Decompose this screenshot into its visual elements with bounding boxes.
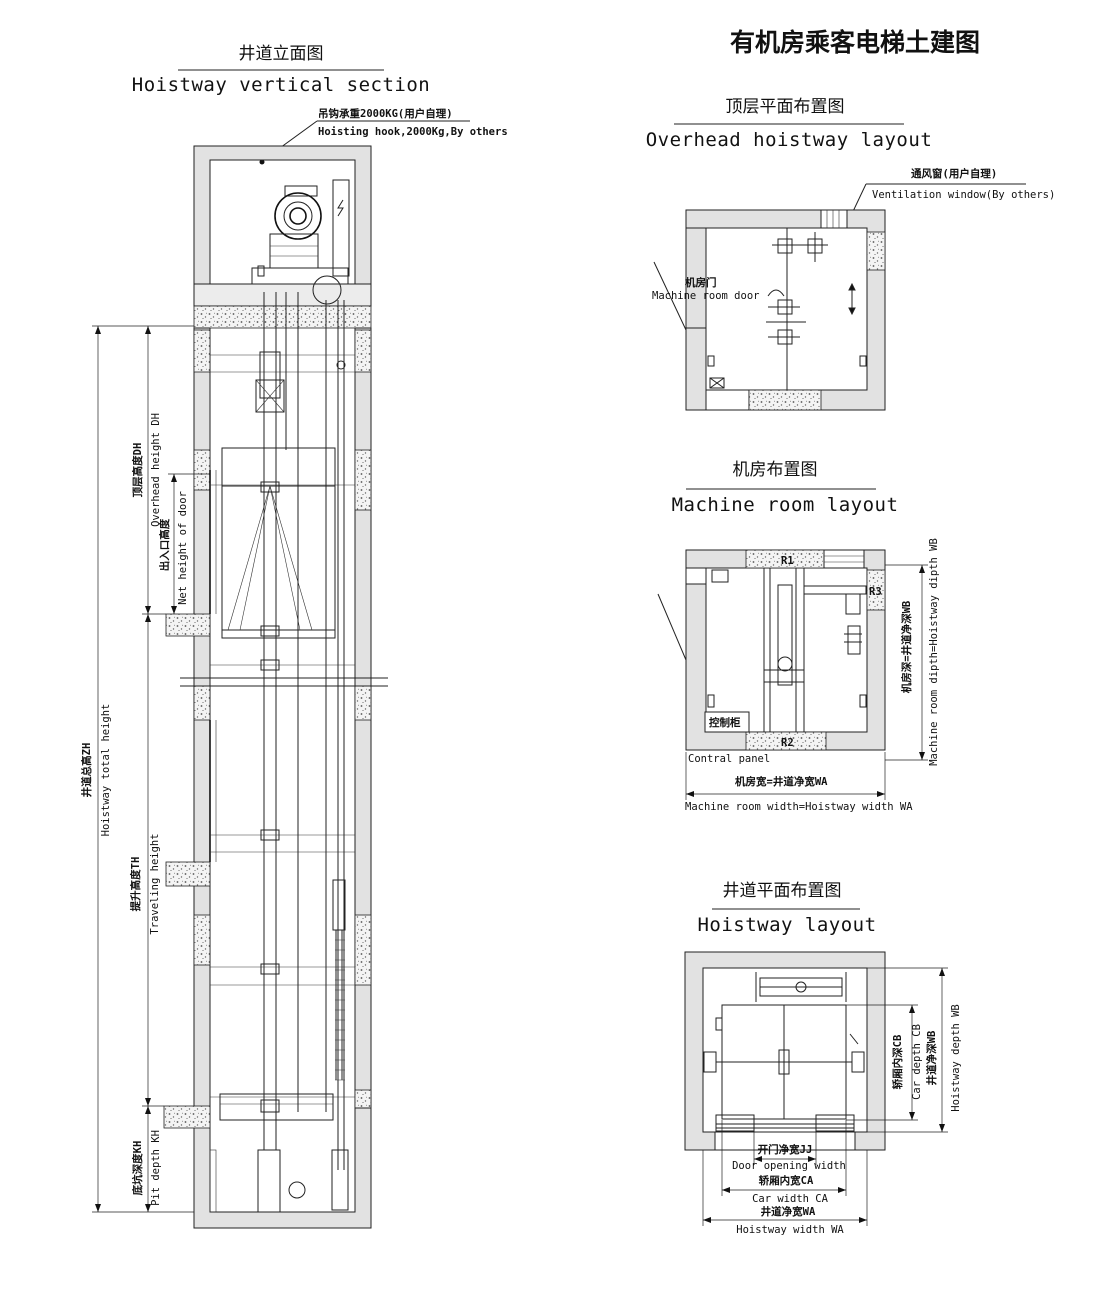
pit-depth-en: Pit depth KH: [150, 1130, 162, 1206]
vent-label-cn: 通风窗(用户自理): [911, 167, 997, 180]
vent-label-en: Ventilation window(By others): [872, 189, 1055, 201]
car-buffer: [257, 1149, 281, 1213]
overhead-height-en: Overhead height DH: [150, 413, 162, 527]
total-height-en: Hoistway total height: [100, 704, 112, 837]
door-width-en: Door opening width: [732, 1160, 846, 1172]
r3-label: R3: [869, 586, 882, 598]
door-width-cn: 开门净宽JJ: [758, 1143, 813, 1156]
hook-label-cn: 吊钩承重2000KG(用户自理): [318, 107, 453, 120]
hoistway-width-cn: 井道净宽WA: [761, 1205, 816, 1218]
vertical-title-en: Hoistway vertical section: [132, 74, 430, 96]
overhead-title-cn: 顶层平面布置图: [726, 97, 845, 117]
car-depth-cn: 轿厢内深CB: [891, 1035, 904, 1090]
machine-title-cn: 机房布置图: [733, 460, 818, 480]
compensation-chain: [332, 879, 346, 1081]
main-title: 有机房乘客电梯土建图: [730, 28, 980, 57]
machine-width-en: Machine room width=Hoistway width WA: [685, 801, 913, 813]
control-panel-label-cn: 控制柜: [709, 716, 741, 729]
landing-upper: [165, 613, 211, 637]
hoistway-depth-en: Hoistway depth WB: [950, 1004, 962, 1111]
total-height-cn: 井道总高ZH: [80, 743, 93, 798]
traction-machine-icon: [251, 185, 349, 305]
machine-depth-en: Machine room dipth=Hoistway dipth WB: [928, 538, 940, 766]
vertical-section: 井道立面图 Hoistway vertical section 吊钩承重2000…: [80, 44, 508, 1229]
landing-middle: [165, 861, 211, 887]
hoistway-title-cn: 井道平面布置图: [723, 881, 842, 901]
r2-label: R2: [781, 737, 794, 749]
counterweight-buffer: [331, 1149, 349, 1211]
rope-hole-markers: [707, 228, 867, 390]
pit-depth-cn: 底坑深度KH: [131, 1141, 144, 1196]
car-width-en: Car width CA: [752, 1193, 829, 1205]
machine-width-cn: 机房宽=井道净宽WA: [735, 775, 828, 788]
hoistway-width-en: Hoistway width WA: [736, 1224, 844, 1236]
overhead-height-cn: 顶层高度DH: [131, 443, 144, 498]
hoistway-title-en: Hoistway layout: [697, 914, 876, 936]
door-height-en: Net height of door: [177, 491, 189, 605]
power-box: [332, 179, 350, 277]
r1-label: R1: [781, 555, 794, 567]
machine-room-wall: [193, 145, 372, 287]
car-width-cn: 轿厢内宽CA: [759, 1174, 814, 1187]
control-panel-label-en: Contral panel: [688, 753, 770, 765]
landing-bottom: [163, 1105, 211, 1129]
machine-depth-cn: 机房深=井道净深WB: [900, 601, 913, 693]
lightning-icon: [337, 199, 344, 217]
overhead-title-en: Overhead hoistway layout: [646, 129, 933, 151]
door-height-cn: 出入口高度: [158, 518, 171, 571]
elevator-car: [221, 447, 336, 639]
machine-door-label-cn: 机房门: [685, 276, 717, 289]
travel-height-en: Traveling height: [149, 833, 161, 934]
car-depth-en: Car depth CB: [911, 1024, 923, 1100]
hook-label-en: Hoisting hook,2000Kg,By others: [318, 126, 508, 138]
machine-door-label-en: Machine room door: [652, 290, 759, 302]
hoistway-depth-cn: 井道净深WB: [925, 1031, 938, 1086]
overhead-layout: 顶层平面布置图 Overhead hoistway layout 通风窗(用户自…: [646, 97, 1055, 411]
hoistway-layout: 井道平面布置图 Hoistway layout: [684, 881, 962, 1236]
machine-title-en: Machine room layout: [672, 494, 899, 516]
vertical-title-cn: 井道立面图: [239, 44, 324, 64]
travel-height-cn: 提升高度TH: [129, 857, 142, 912]
machine-room-layout: 机房布置图 Machine room layout: [657, 460, 940, 813]
